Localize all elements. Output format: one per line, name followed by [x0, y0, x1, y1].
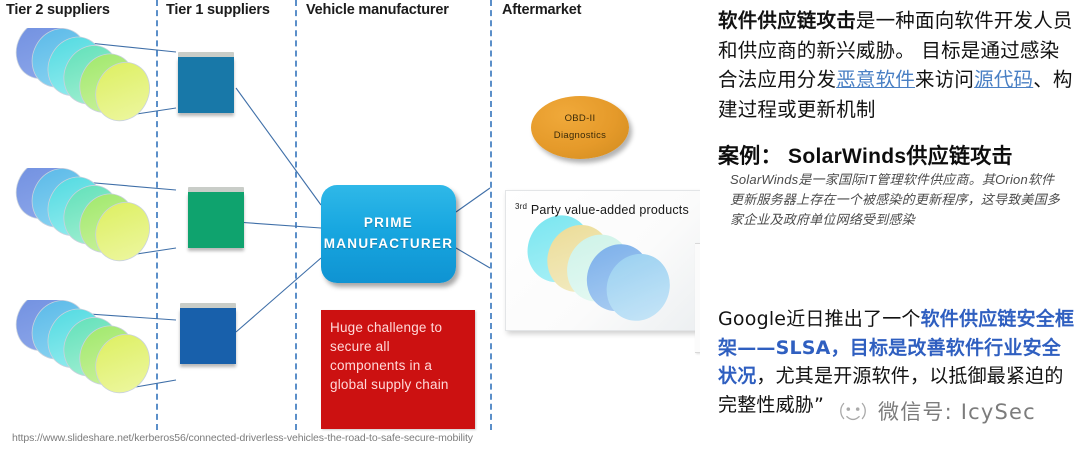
watermark-text: 微信号: IcySec	[878, 400, 1036, 424]
tier2-supplier-stack-3	[8, 300, 183, 410]
third-party-products-panel: 3rd Party value-added products	[505, 190, 700, 331]
case-study-title: 案例： SolarWinds供应链攻击	[718, 145, 1013, 168]
column-divider-1	[156, 0, 158, 430]
paragraph1-part-c: 、构建过程或更新机制	[718, 68, 1073, 121]
case-study-body: SolarWinds是一家国际IT管理软件供应商。其Orion软件更新服务器上存…	[730, 172, 1061, 227]
third-party-title: 3rd Party value-added products	[515, 202, 689, 217]
column-header-aftermarket: Aftermarket	[502, 2, 582, 18]
link-malware[interactable]: 恶意软件	[836, 68, 916, 92]
article-text-panel: 软件供应链攻击是一种面向软件开发人员和供应商的新兴威胁。 目标是通过感染合法应用…	[700, 0, 1092, 456]
third-party-disc-stack	[527, 215, 670, 321]
watermark: 微信号: IcySec	[838, 396, 1036, 426]
tier1-supplier-box-1	[178, 52, 234, 113]
paragraph-google-slsa: Google近日推出了一个软件供应链安全框架——SLSA，目标是改善软件行业安全…	[718, 305, 1078, 419]
prime-line-1: PRIME	[363, 215, 414, 231]
challenge-callout-text: Huge challenge to secure all components …	[330, 320, 449, 393]
tier1-supplier-box-3	[180, 303, 236, 364]
third-party-title-sup: 3rd	[515, 202, 528, 211]
obd-line-1: OBD-II	[564, 113, 596, 125]
supply-chain-diagram: Tier 2 suppliers Tier 1 suppliers Vehicl…	[6, 0, 700, 444]
column-header-tier1: Tier 1 suppliers	[166, 2, 270, 18]
column-divider-3	[490, 0, 492, 430]
tier2-supplier-stack-1	[8, 28, 183, 138]
paragraph1-bold-lead: 软件供应链攻击	[718, 9, 856, 32]
column-divider-2	[295, 0, 297, 430]
paragraph3-part-a: Google近日推出了一个	[718, 308, 921, 330]
paragraph3-highlight: 软件供应链安全框架——SLSA，目标是改善软件行业安全状况	[718, 308, 1075, 387]
paragraph-supply-chain-attack: 软件供应链攻击是一种面向软件开发人员和供应商的新兴威胁。 目标是通过感染合法应用…	[718, 6, 1078, 125]
link-source-code[interactable]: 源代码	[974, 68, 1034, 92]
paragraph3-part-b: ，尤其是开源软件，以抵御最紧迫的完整性威胁”	[718, 365, 1064, 416]
prime-manufacturer-box: PRIME MANUFACTURER	[321, 185, 456, 283]
supply-chain-challenge-callout: Huge challenge to secure all components …	[321, 310, 475, 429]
third-party-title-rest: Party value-added products	[527, 203, 689, 218]
tier2-supplier-stack-2	[8, 168, 183, 278]
tier1-supplier-box-2	[188, 187, 244, 248]
smiley-face-icon	[840, 402, 866, 421]
column-header-vehicle: Vehicle manufacturer	[306, 2, 449, 18]
source-url[interactable]: https://www.slideshare.net/kerberos56/co…	[12, 432, 473, 444]
column-header-tier2: Tier 2 suppliers	[6, 2, 110, 18]
obd-line-2: Diagnostics	[553, 129, 607, 141]
obd-diagnostics-oval: OBD-II Diagnostics	[531, 96, 629, 159]
prime-line-2: MANUFACTURER	[323, 236, 454, 251]
paragraph1-part-b: 来访问	[915, 68, 975, 92]
paragraph1-part-a: 是一种面向软件开发人员和供应商的新兴威胁。 目标是通过感染合法应用分发	[718, 9, 1073, 92]
